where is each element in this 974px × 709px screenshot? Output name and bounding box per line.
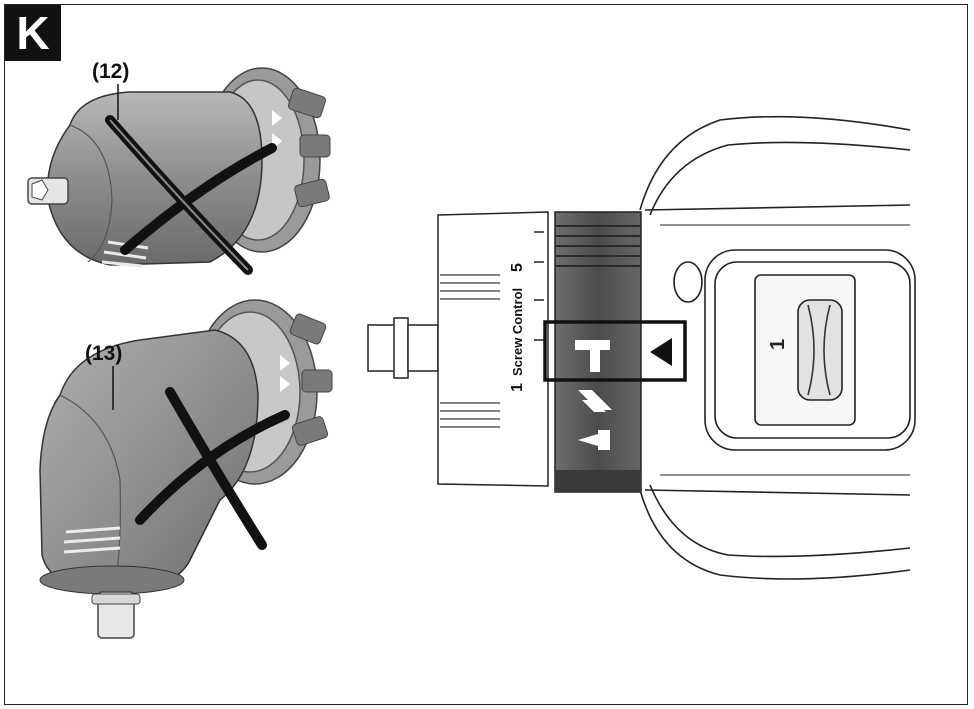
pointer-triangle-icon bbox=[650, 338, 672, 366]
drill-icon bbox=[578, 390, 612, 412]
screw-control-label: Screw Control bbox=[510, 288, 525, 376]
chuck bbox=[367, 211, 549, 487]
callout-item-12: (12) bbox=[92, 60, 130, 83]
mode-selector-ring bbox=[554, 211, 672, 493]
figure-frame bbox=[4, 4, 968, 705]
callout-item-13: (13) bbox=[85, 342, 123, 365]
screwdriver-icon bbox=[578, 430, 610, 450]
torque-scale-max: 5 bbox=[509, 263, 526, 272]
torque-scale-min: 1 bbox=[509, 383, 526, 392]
attachment-13 bbox=[39, 299, 333, 639]
hammer-drill-icon bbox=[575, 340, 610, 372]
mode-numeral: 1 bbox=[767, 339, 789, 350]
selection-frame bbox=[543, 320, 687, 382]
drill-housing bbox=[639, 115, 916, 580]
panel-letter: K bbox=[5, 5, 61, 61]
attachment-12 bbox=[27, 67, 331, 275]
